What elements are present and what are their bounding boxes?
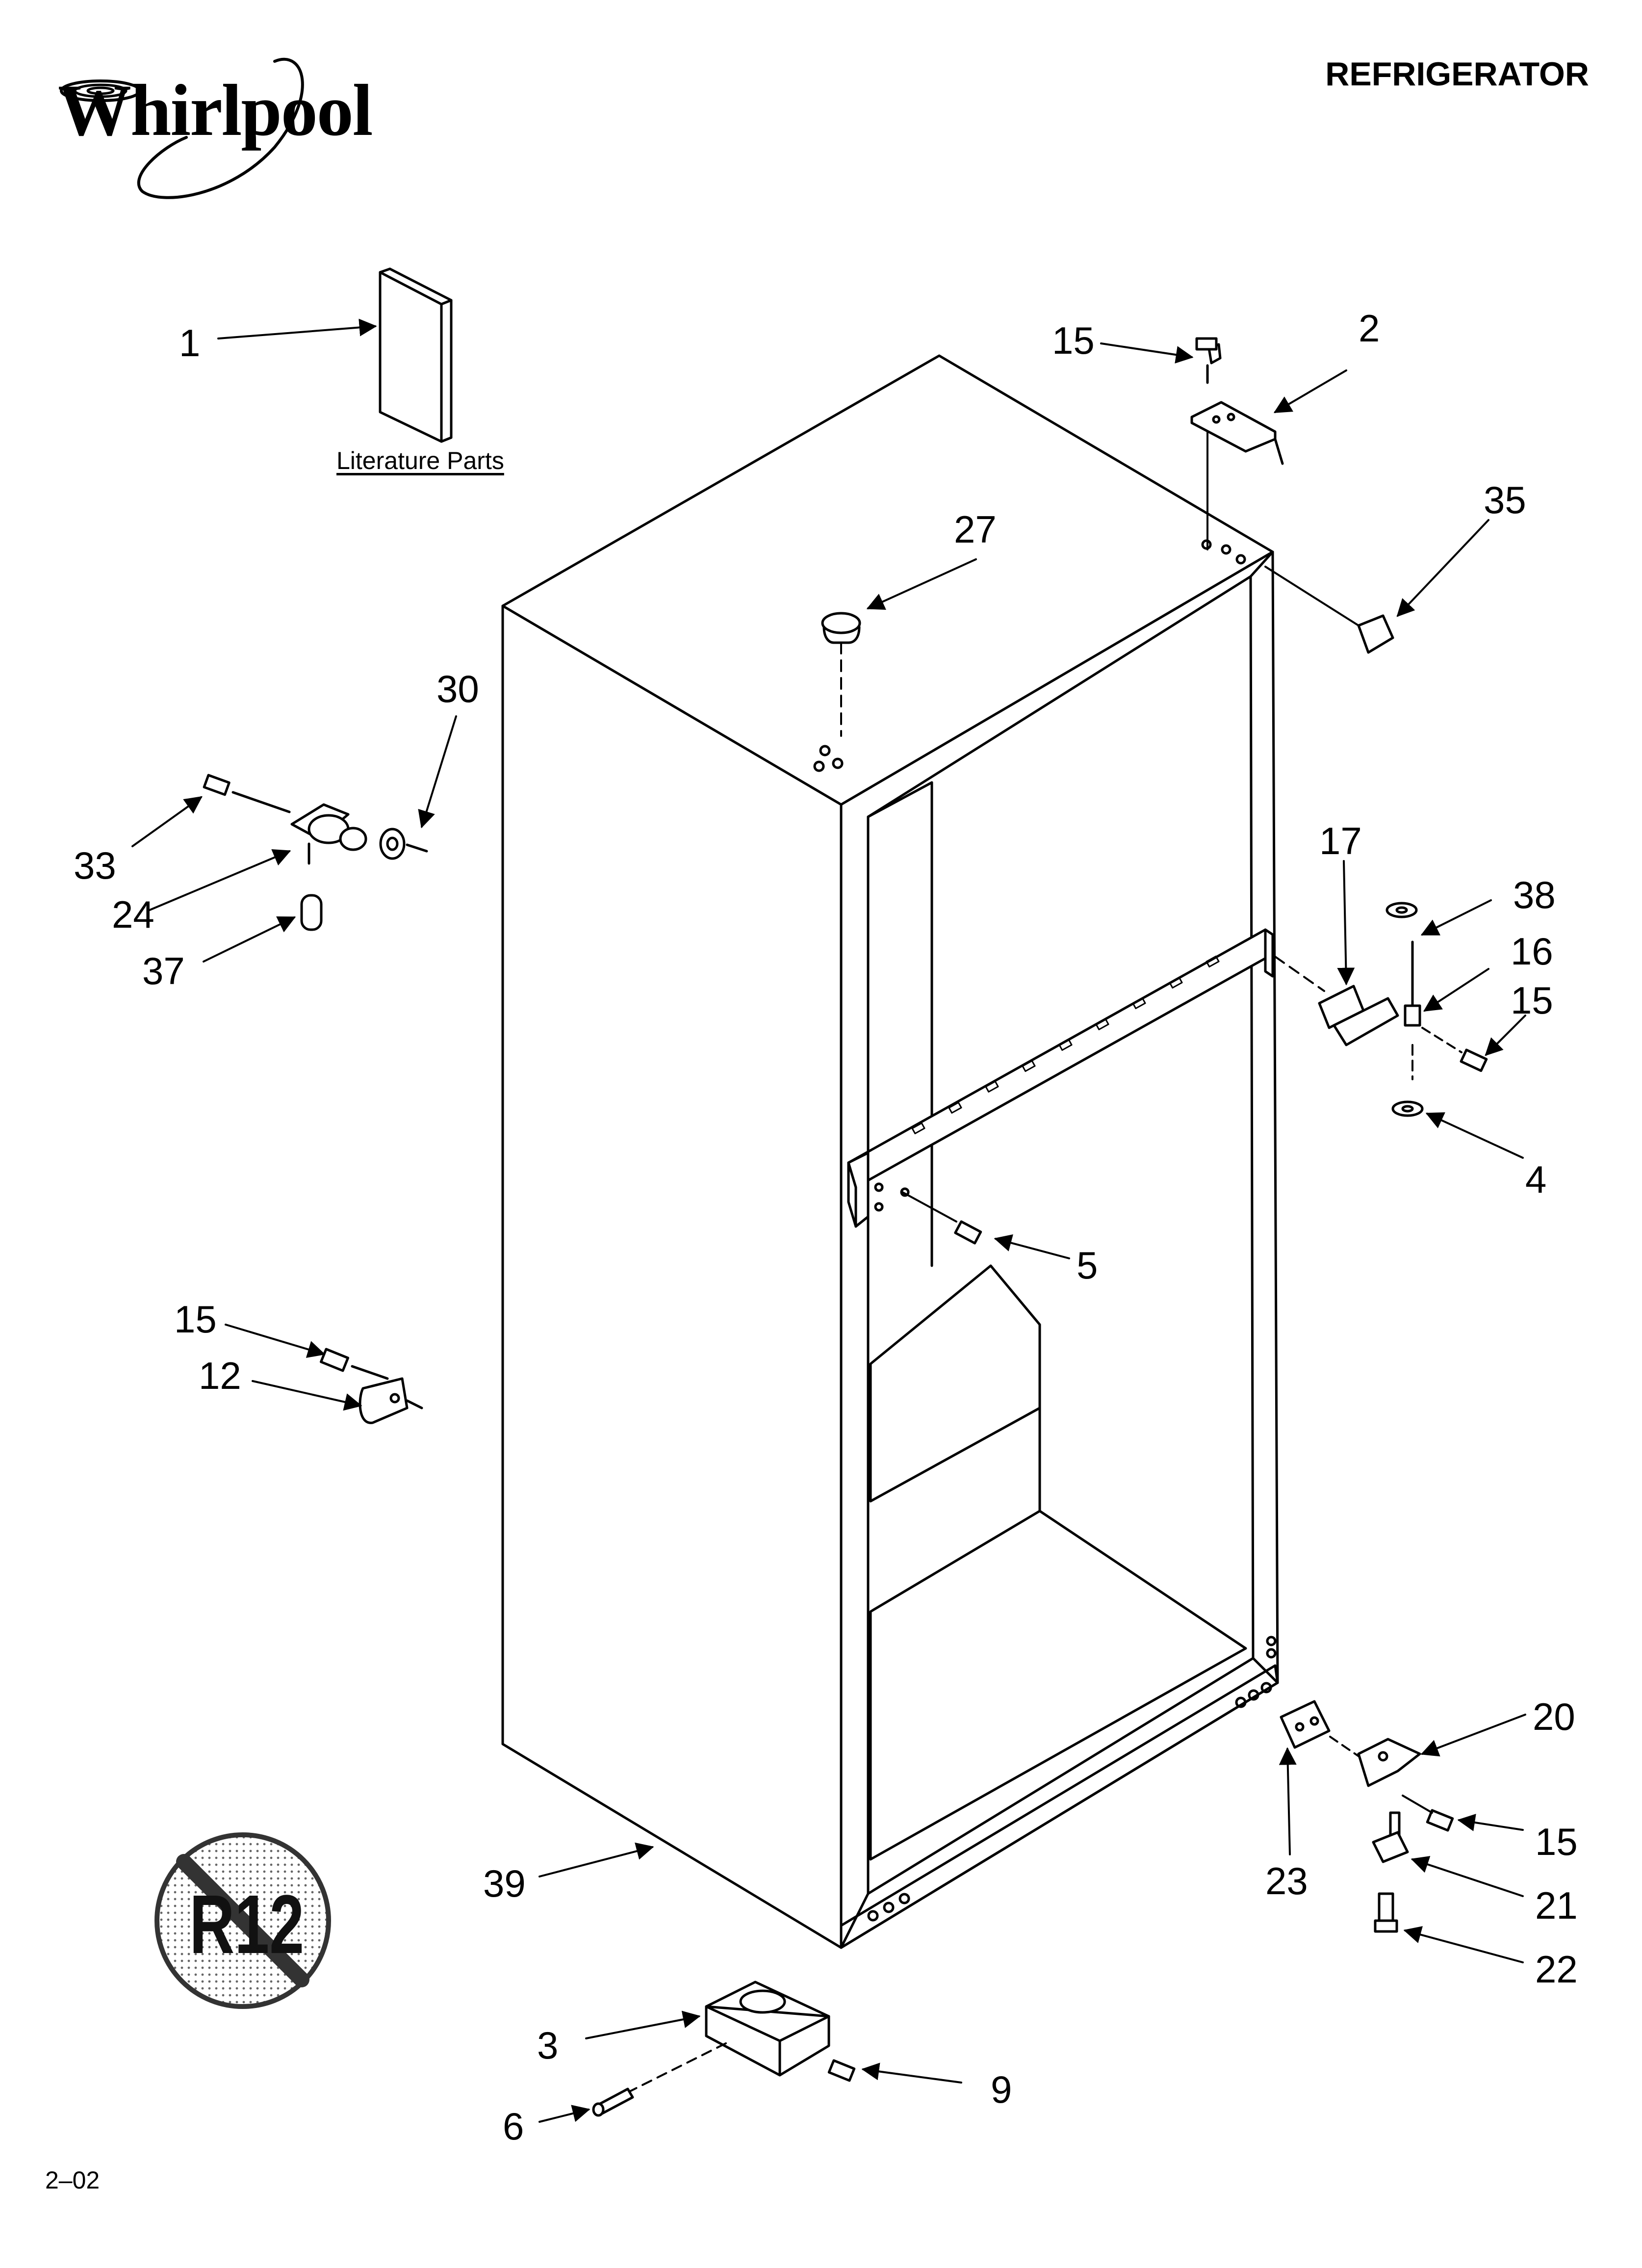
brand-logo: Whirlpool [58, 70, 373, 151]
no-r12-badge-icon [154, 1832, 331, 2009]
literature-parts-label: Literature Parts [336, 447, 504, 474]
callout-23: 23 [1265, 1859, 1308, 1903]
callout-21: 21 [1535, 1884, 1578, 1927]
bottom-hinge-icon [592, 1981, 856, 2117]
callout-27: 27 [954, 508, 997, 551]
revision-code: 2–02 [45, 2166, 100, 2194]
callout-22: 22 [1535, 1948, 1578, 1991]
callout-39: 39 [483, 1862, 526, 1905]
callout-17: 17 [1319, 819, 1362, 862]
left-bracket-icon [320, 1348, 423, 1424]
callout-38: 38 [1513, 873, 1556, 916]
callout-15: 15 [174, 1298, 217, 1341]
callout-9: 9 [991, 2068, 1012, 2111]
refrigerator-cabinet [501, 354, 1279, 1949]
leader-lines [131, 318, 1526, 2123]
cap-icon [1264, 566, 1394, 654]
callout-35: 35 [1484, 478, 1526, 521]
callout-24: 24 [112, 893, 154, 936]
screw-icon [901, 1191, 982, 1245]
middle-hinge-assembly-icon [1274, 902, 1488, 1117]
callout-5: 5 [1077, 1244, 1098, 1287]
bottom-right-hinge-icon [1280, 1700, 1454, 1933]
callout-15: 15 [1535, 1820, 1578, 1863]
callout-12: 12 [199, 1354, 241, 1397]
callout-6: 6 [503, 2105, 524, 2148]
left-hinge-assembly-icon [203, 774, 428, 931]
logo-swirl-icon [60, 57, 304, 199]
callout-1: 1 [179, 321, 201, 365]
callout-20: 20 [1533, 1695, 1575, 1738]
page-title: REFRIGERATOR [1325, 55, 1589, 93]
callout-16: 16 [1511, 930, 1553, 973]
r12-badge-text: R12 [189, 1878, 305, 1971]
callout-37: 37 [142, 949, 185, 992]
callout-33: 33 [74, 844, 116, 887]
callout-15: 15 [1052, 319, 1095, 362]
callout-2: 2 [1359, 307, 1380, 350]
callout-30: 30 [436, 667, 479, 710]
callout-15: 15 [1511, 979, 1553, 1022]
callout-3: 3 [537, 2024, 559, 2067]
divider-rail [847, 928, 1274, 1228]
top-hinge-bracket-icon [1190, 337, 1284, 550]
literature-book-icon [379, 267, 453, 443]
callout-4: 4 [1525, 1158, 1547, 1201]
plug-icon [821, 612, 861, 737]
